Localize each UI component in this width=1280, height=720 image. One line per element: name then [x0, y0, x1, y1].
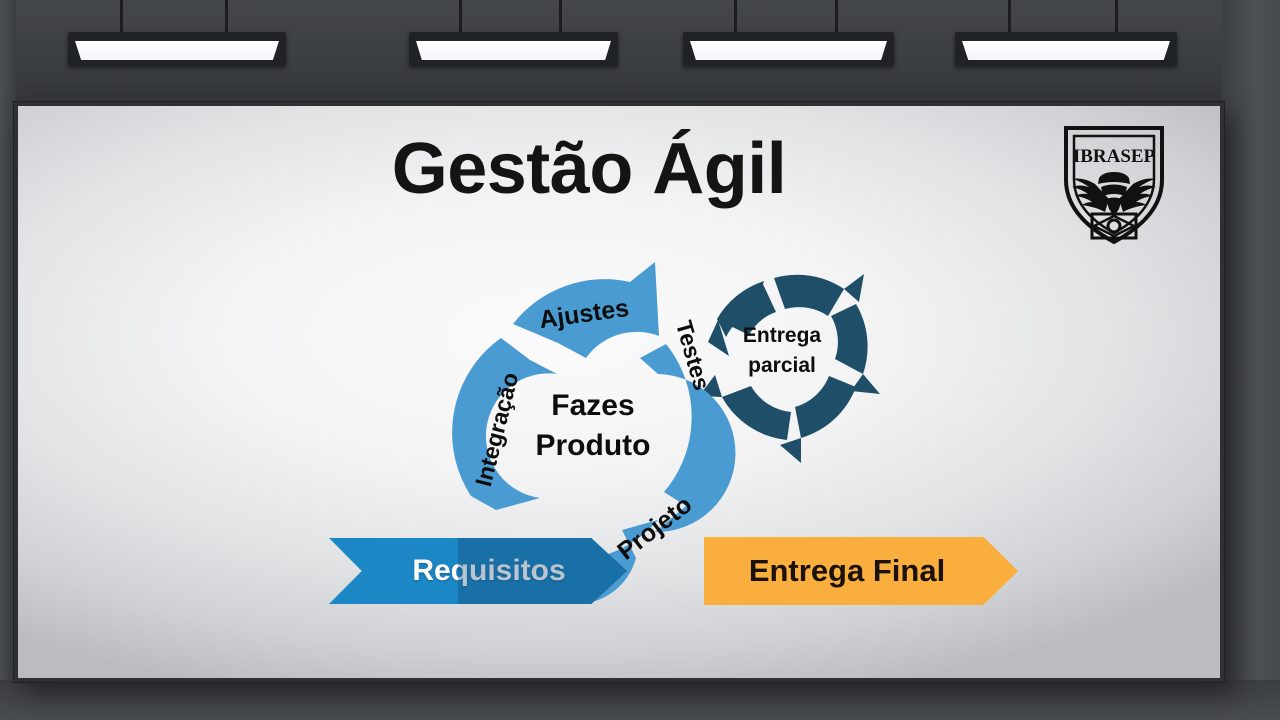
segment-integracao-shape: [452, 338, 557, 510]
ceiling-light-2: [409, 0, 618, 66]
light-panel: [690, 41, 887, 60]
banner-requisitos-label: Requisitos: [412, 554, 566, 587]
agile-cycle-diagram: Ajustes Integração Testes Projeto Fazes …: [18, 106, 1220, 678]
segment-ajustes-shape: [513, 262, 659, 358]
banner-entrega-final-label: Entrega Final: [748, 553, 946, 588]
secondary-cycle-label-line2: parcial: [748, 353, 816, 377]
light-panel: [75, 41, 279, 60]
wings-emblem-icon: [1072, 172, 1156, 217]
shield-outline-icon: [1064, 126, 1164, 245]
emblem-diamond-icon: [1091, 214, 1137, 238]
wall-right: [1222, 0, 1280, 720]
cycle-center-label-line1: Fazes: [551, 389, 635, 422]
light-fixture: [68, 32, 286, 66]
secondary-cycle-label-line1: Entrega: [742, 324, 822, 347]
secondary-cycle-label: Entrega parcial: [712, 321, 852, 381]
page-title: Gestão Ágil: [391, 129, 787, 209]
banner-requisitos: Requisitos: [329, 538, 627, 604]
light-panel: [962, 41, 1170, 60]
ibrasep-logo: IBRASEP: [1054, 120, 1174, 248]
segment-testes-shape: [640, 344, 736, 533]
floor: [0, 680, 1280, 720]
banner-entrega-final: Entrega Final: [704, 537, 1018, 605]
ceiling-light-1: [68, 0, 286, 66]
light-panel: [416, 41, 611, 60]
light-fixture: [409, 32, 618, 66]
secondary-cycle-entrega-parcial: [699, 274, 880, 463]
emblem-circle-icon: [1106, 218, 1122, 234]
ceiling-light-3: [683, 0, 894, 66]
cycle-center-label: Fazes Produto: [513, 386, 673, 465]
projection-screen-frame: Gestão Ágil IBRASEP: [14, 102, 1224, 682]
wall-left: [0, 0, 16, 720]
projection-screen: Gestão Ágil IBRASEP: [18, 106, 1220, 678]
ceiling-light-4: [955, 0, 1177, 66]
light-fixture: [683, 32, 894, 66]
cycle-center-label-line2: Produto: [535, 428, 651, 462]
light-fixture: [955, 32, 1177, 66]
logo-wordmark: IBRASEP: [1073, 146, 1156, 167]
